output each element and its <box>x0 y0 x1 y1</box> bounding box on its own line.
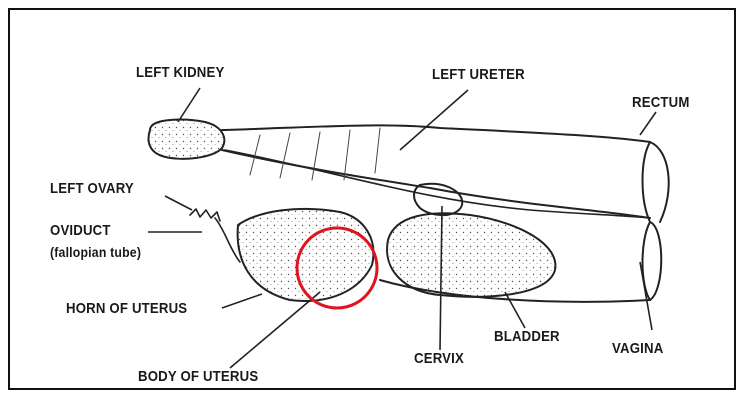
label-cervix: CERVIX <box>414 350 464 367</box>
bladder-shape <box>387 213 555 296</box>
leader-bladder <box>505 292 525 328</box>
leader-body <box>230 292 320 368</box>
label-vagina: VAGINA <box>612 340 663 357</box>
label-oviduct: OVIDUCT <box>50 222 111 239</box>
oviduct-tube <box>215 218 240 262</box>
leader-vagina <box>640 262 652 330</box>
label-oviduct-sub: (fallopian tube) <box>50 244 141 260</box>
label-body-of-uterus: BODY OF UTERUS <box>138 368 258 385</box>
label-left-ureter: LEFT URETER <box>432 66 525 83</box>
tract-upper-outline <box>222 125 650 142</box>
rectum-tube <box>643 142 669 222</box>
leader-left-ovary <box>165 196 192 210</box>
hatching <box>250 128 380 180</box>
leader-left-ureter <box>400 90 468 150</box>
label-horn-of-uterus: HORN OF UTERUS <box>66 300 187 317</box>
left-kidney-shape <box>149 120 225 159</box>
label-rectum: RECTUM <box>632 94 690 111</box>
label-left-ovary: LEFT OVARY <box>50 180 134 197</box>
leader-rectum <box>640 112 656 135</box>
uterus-horn-shape <box>238 209 374 301</box>
leader-left-kidney <box>178 88 200 122</box>
leader-horn <box>222 294 262 308</box>
label-bladder: BLADDER <box>494 328 560 345</box>
label-left-kidney: LEFT KIDNEY <box>136 64 224 81</box>
